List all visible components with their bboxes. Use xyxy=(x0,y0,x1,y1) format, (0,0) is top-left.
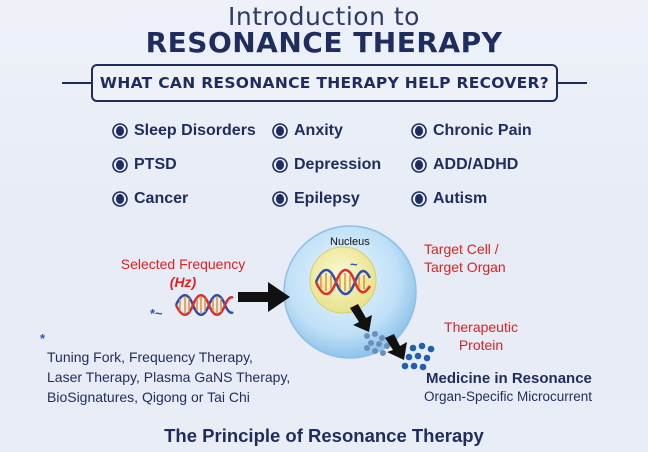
condition-item: PTSD xyxy=(112,156,177,174)
condition-label: Autism xyxy=(433,190,488,207)
therapeutic-line-1: Therapeutic xyxy=(444,319,518,335)
wave-icon: ~ xyxy=(350,257,358,272)
condition-item: Depression xyxy=(272,156,381,174)
footnote-line: Laser Therapy, Plasma GaNS Therapy, xyxy=(47,369,291,385)
bullet-icon xyxy=(272,191,288,207)
dna-helix-icon xyxy=(174,294,234,316)
bullet-icon xyxy=(272,123,288,139)
condition-label: Epilepsy xyxy=(294,190,360,207)
arrow-down-icon xyxy=(385,334,407,360)
condition-item: Epilepsy xyxy=(272,190,360,208)
condition-label: Chronic Pain xyxy=(433,122,532,139)
arrow-right-icon xyxy=(238,282,290,312)
condition-item: Anxity xyxy=(272,122,343,140)
condition-label: Anxity xyxy=(294,122,343,139)
condition-label: Sleep Disorders xyxy=(134,122,256,139)
question-banner: WHAT CAN RESONANCE THERAPY HELP RECOVER? xyxy=(91,64,558,102)
footnote-line: BioSignatures, Qigong or Tai Chi xyxy=(47,389,250,405)
condition-label: Cancer xyxy=(134,190,189,207)
right-rule xyxy=(557,82,587,84)
therapeutic-line-2: Protein xyxy=(458,337,504,353)
protein-dots xyxy=(364,331,390,356)
condition-label: ADD/ADHD xyxy=(433,156,519,173)
target-line-1: Target Cell / xyxy=(424,241,499,257)
condition-item: Chronic Pain xyxy=(411,122,532,140)
dna-helix-icon xyxy=(314,268,372,296)
condition-item: Sleep Disorders xyxy=(112,122,256,140)
footer-title: The Principle of Resonance Therapy xyxy=(164,425,484,446)
bullet-icon xyxy=(411,157,427,173)
selected-frequency-label: Selected Frequency xyxy=(120,256,246,272)
bullet-icon xyxy=(112,157,128,173)
wave-icon: *~ xyxy=(150,306,163,321)
medicine-title: Medicine in Resonance xyxy=(426,370,592,387)
condition-item: Autism xyxy=(411,190,487,208)
bullet-icon xyxy=(112,191,128,207)
bullet-icon xyxy=(411,123,427,139)
arrow-down-icon xyxy=(350,304,372,332)
therapeutic-protein-dots xyxy=(401,342,435,371)
footnote-asterisk: * xyxy=(40,331,46,346)
nucleus-circle xyxy=(309,246,377,314)
footnote-text: Tuning Fork, Frequency Therapy, Laser Th… xyxy=(47,347,337,407)
therapeutic-protein-label: Therapeutic Protein xyxy=(436,318,526,354)
condition-label: Depression xyxy=(294,156,382,173)
target-line-2: Target Organ xyxy=(424,259,506,275)
nucleus-label: Nucleus xyxy=(330,236,370,248)
bullet-icon xyxy=(411,191,427,207)
condition-item: ADD/ADHD xyxy=(411,156,518,174)
medicine-subtitle: Organ-Specific Microcurrent xyxy=(424,389,593,404)
condition-label: PTSD xyxy=(134,156,177,173)
title-line-1: Introduction to xyxy=(228,2,420,31)
target-cell-label: Target Cell / Target Organ xyxy=(424,240,506,276)
footnote-line: Tuning Fork, Frequency Therapy, xyxy=(47,349,253,365)
hz-label: (Hz) xyxy=(169,274,197,290)
bullet-icon xyxy=(112,123,128,139)
condition-item: Cancer xyxy=(112,190,188,208)
bullet-icon xyxy=(272,157,288,173)
left-rule xyxy=(62,82,92,84)
title-line-2: RESONANCE THERAPY xyxy=(145,26,503,59)
